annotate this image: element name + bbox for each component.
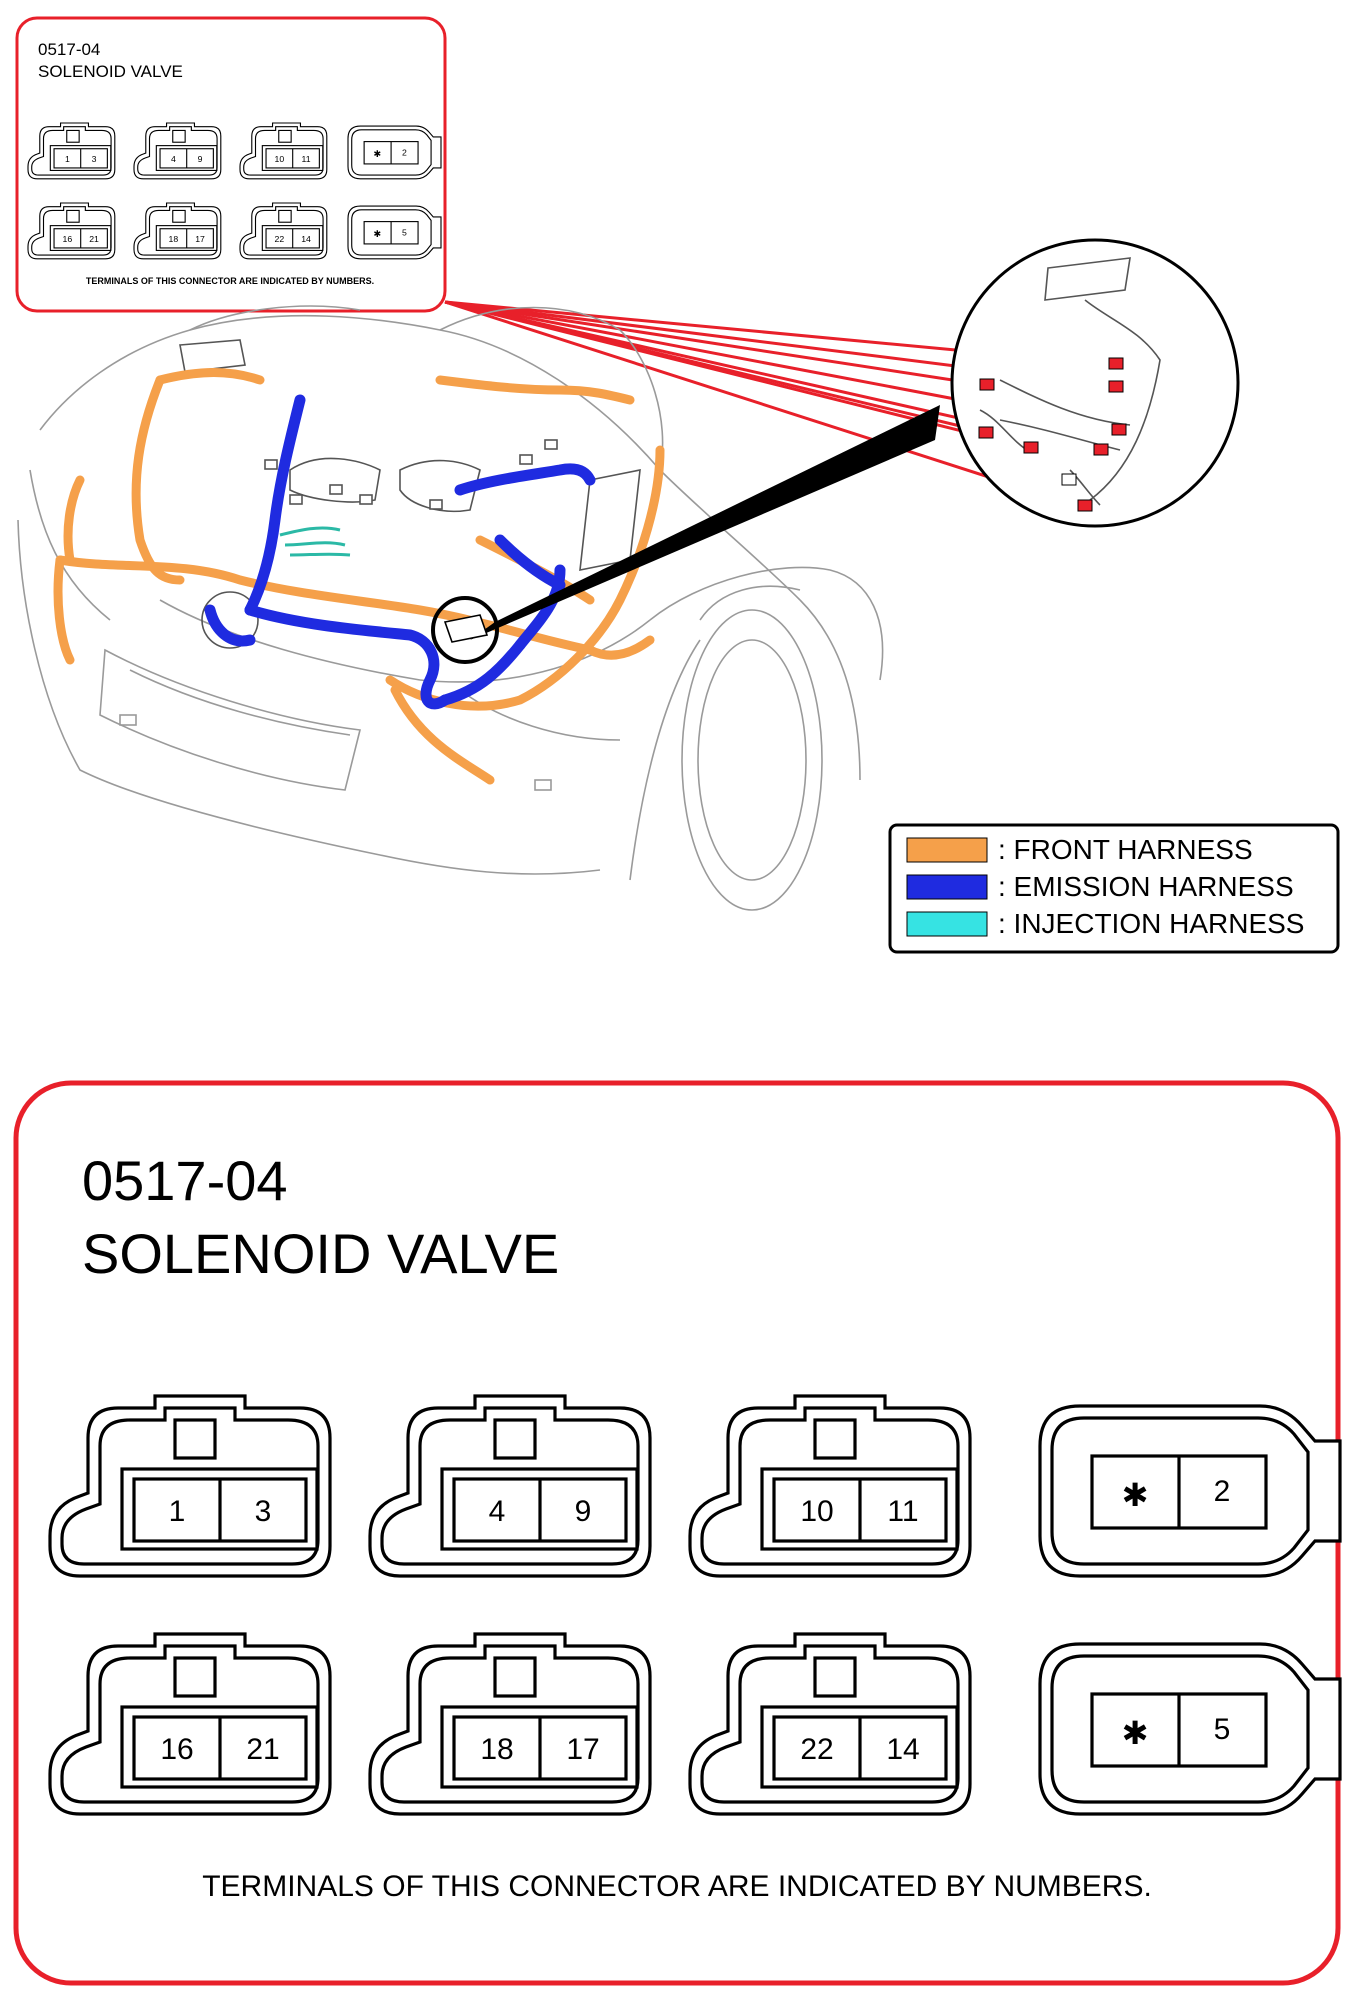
small-panel-code: 0517-04 — [38, 40, 100, 59]
legend-swatch-emission — [906, 874, 988, 900]
terminal-number: 16 — [160, 1733, 193, 1766]
connector-✱-5: ✱5 — [1038, 1642, 1342, 1816]
connector-10-11: 10 11 — [239, 122, 328, 180]
small-panel-note: TERMINALS OF THIS CONNECTOR ARE INDICATE… — [86, 276, 374, 286]
terminal-number: 11 — [887, 1495, 918, 1528]
terminal-number: 17 — [195, 234, 205, 244]
small-panel-title: SOLENOID VALVE — [38, 62, 183, 81]
vehicle-outline — [17, 305, 884, 911]
terminal-number: 3 — [92, 154, 97, 164]
legend-swatch-front — [906, 837, 988, 863]
solenoid-valve-location — [431, 405, 940, 664]
unused-terminal-mark: ✱ — [374, 149, 382, 159]
terminal-number: 16 — [63, 234, 73, 244]
terminal-number: 14 — [301, 234, 311, 244]
terminal-number: 11 — [302, 154, 311, 164]
terminal-number: 2 — [402, 148, 407, 158]
emission-harness-wires — [204, 394, 596, 710]
terminal-number: 2 — [1214, 1475, 1231, 1508]
front-harness-wires — [53, 368, 665, 785]
legend-label-injection: : INJECTION HARNESS — [998, 908, 1304, 939]
terminal-number: 4 — [171, 154, 176, 164]
terminal-number: 1 — [169, 1495, 186, 1528]
terminal-number: 22 — [800, 1733, 833, 1766]
legend-label-front: : FRONT HARNESS — [998, 834, 1253, 865]
engine-components — [179, 339, 641, 649]
unused-terminal-mark: ✱ — [1122, 1477, 1149, 1513]
connector-✱-2: ✱2 — [1038, 1404, 1342, 1578]
connector-✱-5: ✱5 — [347, 205, 442, 260]
legend-swatch-injection — [906, 911, 988, 937]
terminal-number: 18 — [480, 1733, 513, 1766]
magnified-view — [950, 238, 1240, 528]
connector-22-14: 22 14 — [688, 1632, 972, 1816]
terminal-number: 5 — [1214, 1713, 1231, 1746]
terminal-number: 17 — [566, 1733, 599, 1766]
terminal-number: 5 — [402, 228, 407, 238]
legend-label-emission: : EMISSION HARNESS — [998, 871, 1294, 902]
terminal-number: 22 — [275, 234, 285, 244]
terminal-number: 21 — [246, 1733, 279, 1766]
terminal-number: 14 — [886, 1733, 919, 1766]
connector-✱-2: ✱2 — [347, 125, 442, 180]
terminal-number: 4 — [489, 1495, 506, 1528]
large-panel-note: TERMINALS OF THIS CONNECTOR ARE INDICATE… — [202, 1870, 1152, 1903]
connector-22-14: 22 14 — [239, 202, 328, 260]
terminal-number: 18 — [169, 234, 179, 244]
unused-terminal-mark: ✱ — [374, 229, 382, 239]
terminal-number: 9 — [198, 154, 203, 164]
large-panel-title: SOLENOID VALVE — [82, 1222, 559, 1285]
large-panel-code: 0517-04 — [82, 1149, 288, 1212]
terminal-number: 21 — [89, 234, 99, 244]
unused-terminal-mark: ✱ — [1122, 1715, 1149, 1751]
harness-legend: : FRONT HARNESS : EMISSION HARNESS : INJ… — [888, 823, 1340, 954]
terminal-number: 3 — [255, 1495, 272, 1528]
terminal-number: 10 — [800, 1495, 833, 1528]
injection-harness-wires — [279, 526, 351, 557]
terminal-number: 10 — [275, 154, 285, 164]
terminal-number: 9 — [575, 1495, 592, 1528]
terminal-number: 1 — [65, 154, 70, 164]
connector-10-11: 10 11 — [688, 1394, 972, 1578]
